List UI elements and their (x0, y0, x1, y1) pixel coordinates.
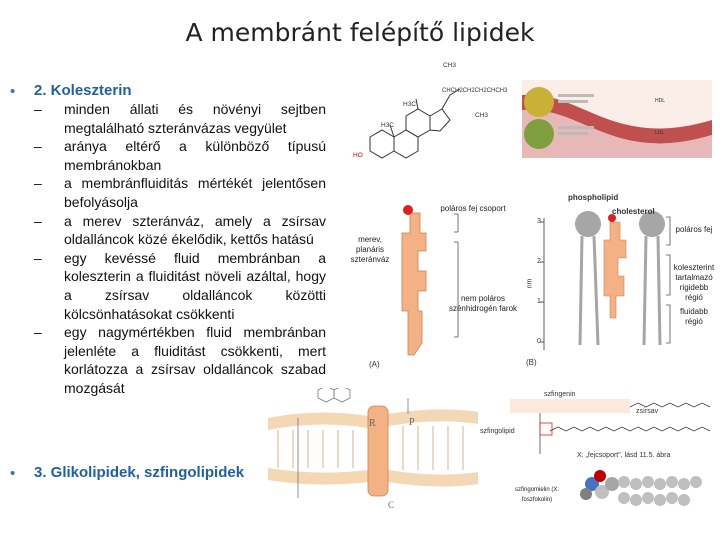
section-heading-glikolipidek: 3. Glikolipidek, szfingolipidek (34, 464, 245, 481)
koleszterin-list: –minden állati és növényi sejtben megtal… (34, 100, 326, 398)
formula-h3c-b: H3C (381, 122, 395, 129)
list-item: –aránya eltérő a különböző típusú membrá… (34, 138, 326, 173)
list-item: –a merev szteránváz, amely a zsírsav old… (34, 212, 326, 248)
label-nem-polaros: nem poláros szénhidrogén farok (448, 294, 518, 313)
list-item: –a membránfluiditás mértékét jelentősen … (34, 175, 326, 210)
axis-tick-0: 0 (537, 338, 541, 345)
lipoprotein-vessel-image (522, 80, 712, 158)
label-merev-szteranvaz: merev, planáris szteránváz (350, 235, 390, 264)
sphingomyelin-model (580, 470, 702, 506)
label-P: P (409, 417, 415, 428)
cholesterol-formula-diagram (369, 88, 461, 159)
formula-ch3-top: CH3 (443, 62, 457, 69)
label-polaros-fej-csoport: poláros fej csoport (440, 204, 506, 213)
label-fluidabb-regio: fluidabb régió (679, 307, 709, 326)
axis-tick-3: 3 (537, 218, 541, 225)
formula-ch3-right: CH3 (475, 112, 489, 119)
list-item: –egy kevéssé fluid membránban a koleszte… (34, 249, 326, 322)
membrane-bilayer-figure (268, 388, 478, 498)
label-C: C (388, 500, 395, 510)
bracket-lines (454, 213, 459, 338)
phospholipid-cholesterol-figure (540, 211, 665, 350)
formula-h3c-a: H3C (403, 101, 417, 108)
label-R: R (369, 418, 376, 429)
label-koleszterint-regio: koleszterint tartalmazó rigidebb régió (673, 263, 715, 302)
formula-side-chain: CHCH2CH2CH2CHCH3 (442, 88, 508, 94)
bullet-icon: • (10, 83, 16, 100)
slide-title: A membránt felépítő lipidek (185, 18, 535, 47)
region-brackets (666, 216, 671, 344)
vessel-label-bottom: LDL (655, 130, 665, 136)
label-phospholipid: phospholipid (568, 193, 619, 202)
label-zsirsav: zsírsav (636, 408, 659, 415)
section-heading-koleszterin: 2. Koleszterin (34, 82, 132, 99)
figure-label-b: (B) (526, 358, 537, 367)
label-szfingolipid: szfingolipid (480, 428, 515, 435)
label-szfingomielin: szfingomielin (X: foszfokolin) (514, 487, 559, 503)
sphingolipid-structure (510, 399, 711, 454)
label-szfingenin: szfingenin (544, 391, 576, 398)
axis-tick-2: 2 (537, 258, 541, 265)
label-x-fejcsoport: X: „fejcsoport", lásd 11.5. ábra (577, 452, 671, 459)
list-item: –minden állati és növényi sejtben megtal… (34, 101, 326, 136)
formula-ho: HO (353, 152, 363, 159)
label-cholesterol: cholesterol (612, 207, 655, 216)
list-item: –egy nagymértékben fluid membránban jele… (34, 324, 326, 396)
axis-unit-nm: nm (526, 278, 534, 289)
bullet-icon: • (10, 465, 16, 482)
cholesterol-molecule-figure (401, 205, 427, 356)
figure-label-a: (A) (369, 360, 380, 369)
vessel-label-top: HDL (655, 98, 666, 104)
axis-tick-1: 1 (537, 298, 541, 305)
label-polaros-fej-right: poláros fej (675, 225, 713, 234)
